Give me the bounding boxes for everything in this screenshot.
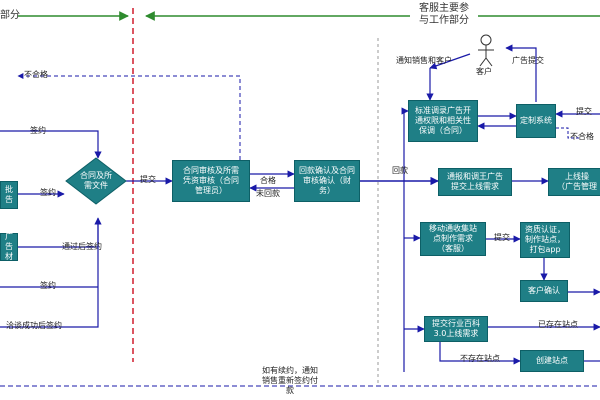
notify-tuner-box: 通报和调王广告 提交上线需求 <box>438 168 512 196</box>
label-renewal: 如有续约，通知 销售重新签约付 款 <box>262 366 318 395</box>
header-left-title: 部分 <box>0 10 20 21</box>
label-repaid: 回款 <box>392 166 408 175</box>
standard-auth-box: 标准调录广告开 通权限和相关性 保调（合同） <box>408 100 478 142</box>
label-submit-mobile: 提交 <box>494 233 510 242</box>
label-unpaid: 未回款 <box>256 189 280 198</box>
left-box-a: 批 告 <box>0 181 18 209</box>
label-submit-1: 提交 <box>140 175 156 184</box>
mobile-collect-box: 移动通收集站 点制作需求 （客服） <box>420 222 486 256</box>
label-site-missing: 不存在站点 <box>460 354 500 363</box>
online-box: 上线操 （广告管理 <box>548 168 600 196</box>
contract-review-box: 合同审核及所需 凭资审核（合同 管理员） <box>172 160 250 202</box>
decision-diamond <box>65 157 127 205</box>
label-qualified: 合格 <box>260 176 276 185</box>
customer-label: 客户 <box>476 67 492 76</box>
customer-actor-icon <box>478 34 494 67</box>
decision-diamond-label: 合同及所 需文件 <box>80 171 112 190</box>
label-ad-submit: 广告提交 <box>512 56 544 65</box>
label-after-sign: 通过后签约 <box>62 242 102 251</box>
left-box-b: 广告 材 <box>0 232 18 261</box>
label-sign-1: 签约 <box>30 126 46 135</box>
label-sign-3: 签约 <box>40 281 56 290</box>
label-unqualified-top: 不合格 <box>24 70 48 79</box>
label-unqualified-right: 不合格 <box>570 132 594 141</box>
create-site-box: 创建站点 <box>520 350 584 372</box>
label-submit-right: 提交 <box>576 107 592 116</box>
submit-industry-box: 提交行业百科 3.0上线需求 <box>424 316 488 342</box>
header-right-title: 客服主要参 与工作部分 <box>419 3 469 26</box>
label-notify-sales: 通知销售和客户 <box>396 56 452 65</box>
label-sign-2: 签约 <box>40 188 56 197</box>
label-negotiate-sign: 洽谈成功后签约 <box>6 321 62 330</box>
custom-system-box: 定制系统 <box>516 104 556 138</box>
payment-confirm-box: 回款确认及合同 审核确认（财 务） <box>294 160 360 202</box>
customer-confirm-box: 客户确认 <box>520 280 568 302</box>
qualify-box: 资质认证， 制作站点， 打包app <box>520 222 570 258</box>
label-site-exists: 已存在站点 <box>538 320 578 329</box>
